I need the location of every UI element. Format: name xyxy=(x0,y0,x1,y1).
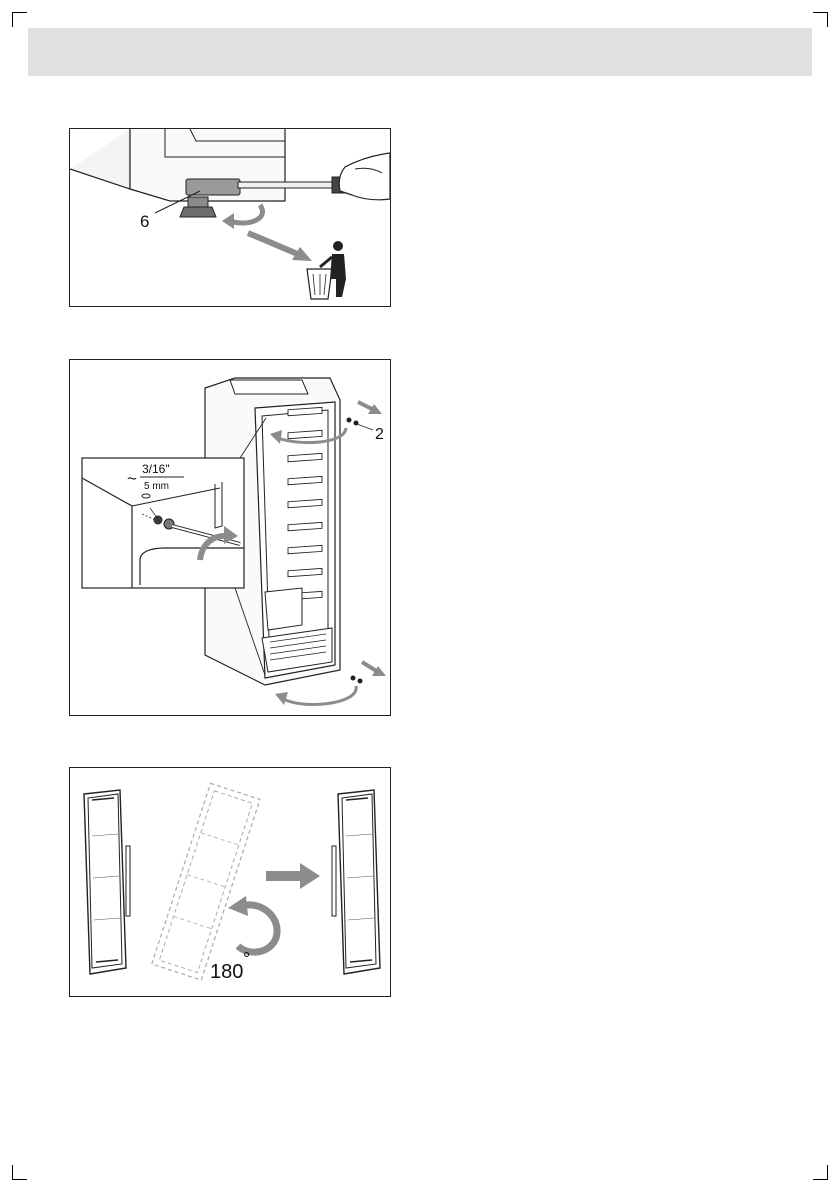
figure-rotate-door: 180 ° xyxy=(69,767,391,997)
figure-remove-foot-cover: 6 xyxy=(69,128,391,307)
door-original-handle xyxy=(126,846,130,916)
discard-arrow xyxy=(248,233,300,255)
door-swing-arrow-bottom-head xyxy=(275,692,288,705)
crop-mark-top-left xyxy=(12,12,27,27)
cabinet-top-panel xyxy=(230,380,308,394)
illustration-remove-door-hinges: 2 ~ 3/16" 5 mm xyxy=(70,360,390,715)
figure-remove-door-hinges: 2 ~ 3/16" 5 mm xyxy=(69,359,391,716)
move-arrow-head xyxy=(300,863,320,889)
hinge-screw-bottom xyxy=(358,679,363,684)
person-body xyxy=(330,254,346,297)
dimension-approx-symbol: ~ xyxy=(127,469,137,488)
callout-leader xyxy=(357,424,373,430)
dimension-metric: 5 mm xyxy=(144,481,169,492)
crop-mark-bottom-left xyxy=(12,1165,27,1180)
door-swing-arrow-bottom xyxy=(282,686,356,704)
hinge-screw-bottom xyxy=(351,676,356,681)
shelf-group xyxy=(288,407,322,599)
page-header-bar xyxy=(28,28,812,76)
hand-outline xyxy=(339,153,390,200)
rotate-arrow xyxy=(230,205,263,223)
trash-bin xyxy=(307,269,332,299)
appliance-side xyxy=(70,129,130,189)
hinge-screw-top xyxy=(354,421,359,426)
screwdriver-shaft xyxy=(238,182,333,188)
crop-mark-top-right xyxy=(813,12,828,27)
rotate-180-arrow-head xyxy=(228,896,248,916)
rotation-degree-symbol: ° xyxy=(243,949,250,969)
callout-label-2: 2 xyxy=(375,426,384,443)
rotation-label: 180 xyxy=(210,961,243,983)
foot-cover xyxy=(186,179,240,195)
hinge-screw-top xyxy=(347,418,352,423)
dimension-imperial: 3/16" xyxy=(142,462,170,476)
crop-mark-bottom-right xyxy=(813,1165,828,1180)
move-arrow-shaft xyxy=(266,871,300,881)
person-arm xyxy=(320,257,332,267)
person-head xyxy=(333,241,343,251)
inset-screw xyxy=(154,516,162,524)
illustration-remove-foot-cover: 6 xyxy=(70,129,390,306)
callout-label-6: 6 xyxy=(140,212,149,231)
compressor-housing xyxy=(265,588,302,630)
illustration-rotate-door: 180 ° xyxy=(70,768,390,996)
leveling-foot xyxy=(180,207,216,217)
door-rotated-handle xyxy=(332,846,336,916)
leveling-foot-thread xyxy=(188,197,208,207)
rotate-arrow-head xyxy=(222,213,234,229)
